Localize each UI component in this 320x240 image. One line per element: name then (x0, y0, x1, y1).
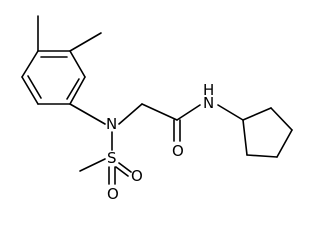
bond-n-ch2 (118, 103, 143, 125)
cyclopentane-ring (242, 107, 293, 158)
bond-ring-n (69, 103, 106, 125)
atom-label-oxygen-carbonyl: O (172, 142, 184, 160)
atom-label-amide-h: H (203, 81, 214, 99)
carbonyl-double-bond (173, 119, 181, 142)
atom-label-sulfur: S (107, 149, 117, 167)
chemical-structure-diagram: N N H S O O O (21, 15, 293, 203)
bond-nh-cyclopentyl (217, 104, 244, 121)
atom-label-oxygen-sulfonyl-right: O (131, 167, 143, 185)
bond-carbonyl-nh (176, 104, 201, 121)
atom-label-n-amide: N (203, 94, 214, 112)
sulfonyl-double-bonds (108, 162, 132, 185)
bond-ch2-carbonyl (141, 103, 178, 121)
atom-label-oxygen-sulfonyl-bottom: O (107, 185, 119, 203)
atom-label-n-sulfonamide: N (106, 115, 117, 133)
methyl-groups (37, 15, 102, 52)
bond-sulfur-methyl (79, 158, 106, 172)
benzene-ring (21, 50, 86, 105)
